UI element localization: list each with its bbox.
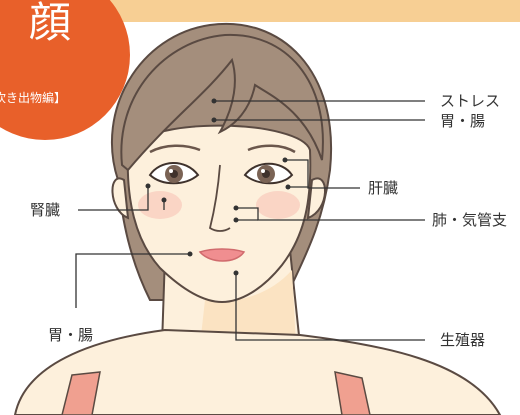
- leader-kidney: [78, 186, 149, 211]
- hair-fringe: [120, 33, 324, 172]
- badge-shape: [0, 0, 130, 140]
- leader-lung: [236, 207, 425, 221]
- leader-dots: [145, 98, 291, 276]
- eye-highlight-right: [261, 169, 265, 173]
- label-liver: 肝臓: [368, 179, 399, 197]
- top-band: [0, 0, 520, 22]
- label-stress: ストレス: [440, 92, 501, 110]
- ear-left: [111, 177, 130, 220]
- shoulders: [13, 328, 502, 415]
- label-kidney: 腎臓: [30, 201, 61, 219]
- cheek-right: [256, 191, 300, 219]
- leader-lines: [75, 100, 425, 341]
- nose: [208, 164, 231, 232]
- badge-subtitle: 吹き出物編】: [0, 91, 67, 105]
- eyebrow-left: [149, 144, 201, 154]
- label-lung: 肺・気管支: [432, 211, 508, 229]
- eyebrow-right: [247, 144, 296, 154]
- cheek-left: [138, 191, 182, 219]
- strap-left: [61, 371, 101, 415]
- neck-shadow: [200, 270, 296, 345]
- label-stomach-top: 胃・腸: [440, 112, 486, 130]
- eye-highlight-left: [169, 169, 173, 173]
- strap-right: [334, 371, 371, 415]
- label-stomach-bottom: 胃・腸: [48, 326, 94, 344]
- leader-liver: [285, 159, 360, 189]
- leader-stomach-bottom: [75, 253, 190, 308]
- leader-reproductive: [235, 273, 425, 341]
- label-reproductive: 生殖器: [440, 331, 486, 349]
- mouth: [198, 248, 246, 262]
- badge-title: 顔: [28, 0, 71, 47]
